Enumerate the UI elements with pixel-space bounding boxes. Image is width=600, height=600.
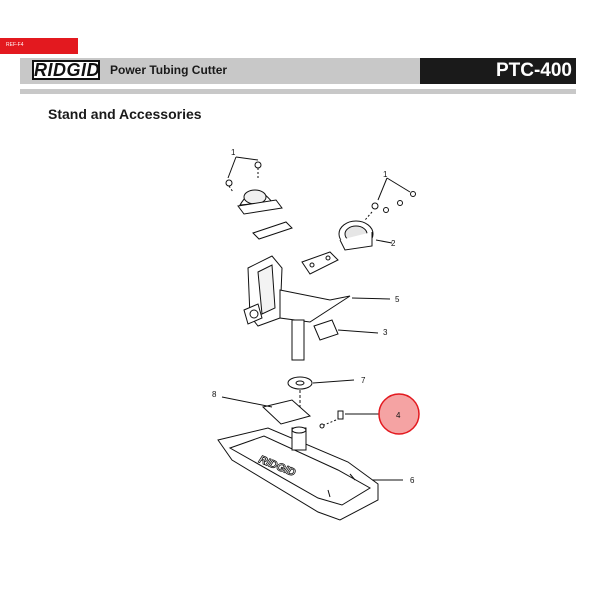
- callout-7: 7: [361, 376, 366, 385]
- screw-1b: [254, 161, 262, 169]
- callout-5: 5: [395, 295, 400, 304]
- highlight-circle-4: [378, 393, 420, 435]
- stand-post: [291, 319, 305, 361]
- callout-3: 3: [383, 328, 388, 337]
- ref-tab: REF-F4: [0, 38, 78, 54]
- callout-2: 2: [391, 239, 396, 248]
- cap-plate: [252, 221, 293, 240]
- product-name: Power Tubing Cutter: [110, 63, 228, 77]
- brand-logo-box: [32, 60, 100, 80]
- label-sheet: [261, 399, 312, 425]
- callout-1a: 1: [231, 148, 236, 157]
- motor-bracket: [301, 251, 339, 275]
- knob-3: [313, 319, 339, 341]
- leader-1a-left: [227, 156, 237, 179]
- callout-8: 8: [212, 390, 217, 399]
- cutter-base-plate: [279, 289, 351, 323]
- section-title: Stand and Accessories: [48, 106, 202, 122]
- callout-4: 4: [396, 411, 401, 420]
- leader-1a-right: [235, 156, 259, 161]
- callout-6: 6: [410, 476, 415, 485]
- screw-1a: [225, 179, 233, 187]
- callout-1b: 1: [383, 170, 388, 179]
- header-model-bar: [420, 58, 576, 84]
- model-number: PTC-400: [495, 60, 572, 81]
- washer: [287, 376, 313, 390]
- brand-logo: RIDGID: [34, 60, 100, 80]
- screw-4: [337, 410, 344, 420]
- header-rule: [20, 89, 576, 94]
